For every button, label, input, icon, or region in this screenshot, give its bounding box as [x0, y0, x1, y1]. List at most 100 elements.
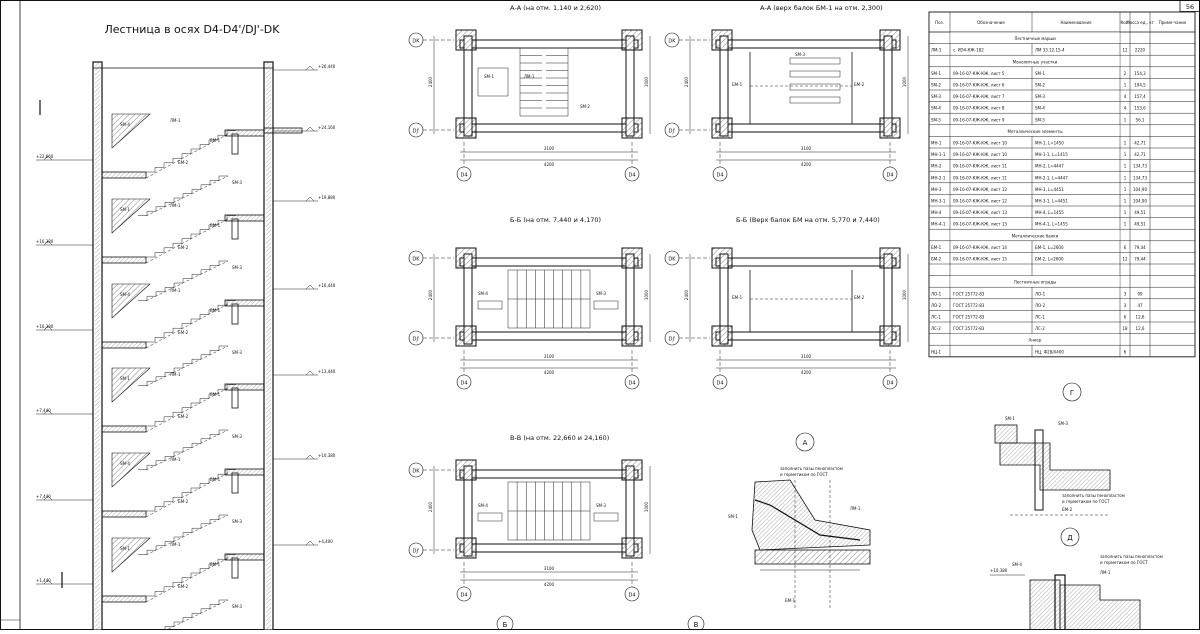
- axis-label-dk: DK: [412, 469, 420, 475]
- floor-5: SM-4ЛМ-1БМ-2БМ-1SM-3: [101, 452, 265, 556]
- spec-cell-qty: 2: [1124, 71, 1127, 76]
- column: [455, 537, 477, 559]
- spec-cell-mass: 2220: [1135, 48, 1146, 53]
- landing-right: [224, 553, 265, 561]
- node-a-note-1: заполнить пазы пенопластом: [780, 466, 843, 471]
- landing-right: [224, 129, 265, 137]
- spec-cell-pos: БМ-1: [931, 245, 942, 250]
- spec-cell-name: МН-1, L=1450: [1035, 141, 1064, 146]
- axis-label-d4: D4: [460, 593, 467, 599]
- axis-label-d4p: D4: [628, 593, 635, 599]
- dim-text-vert-r: 1000: [644, 76, 649, 87]
- column: [879, 117, 901, 139]
- elev-text-right: +16,440: [318, 283, 336, 288]
- flight-dashed-line: [145, 218, 229, 264]
- spec-cell-qty: 1: [1124, 175, 1127, 180]
- floor-1: SM-4ЛМ-1БМ-2БМ-1SM-3: [101, 113, 265, 217]
- node-g-wall: [994, 424, 1018, 444]
- elev-triangle-left: [43, 325, 53, 331]
- floor-group: SM-4ЛМ-1БМ-2БМ-1SM-3SM-1ЛМ-1БМ-2БМ-1SM-3…: [101, 113, 303, 634]
- elev-text-left: +7,440: [36, 494, 51, 499]
- node-a-note-2: и герметиком по ГОСТ: [780, 472, 828, 477]
- metal-label: SM-3: [795, 52, 805, 57]
- node-g-beam: [1034, 429, 1044, 511]
- spec-cell-oboz: 09-16-07-КЖ-КЖ, лист 11: [953, 175, 1007, 180]
- beam-post: [231, 387, 239, 409]
- column: [879, 247, 901, 269]
- axis-label-d4p: D4: [628, 173, 635, 179]
- elev-triangle-right: [305, 540, 315, 546]
- plan-section-2: А-А (верх балок БМ-1 на отм. 2,300)DKDJ'…: [664, 4, 909, 182]
- elev-text-right: +19,880: [318, 195, 336, 200]
- flight-label-sm: SM-1: [120, 207, 130, 212]
- elev-triangle-right: [305, 284, 315, 290]
- spec-cell-qty: 4: [1124, 106, 1127, 111]
- landing-left: [101, 256, 147, 264]
- spec-cell-pos: SM-2: [931, 83, 941, 88]
- node-g-slab: [999, 442, 1111, 491]
- floor-3: SM-4ЛМ-1БМ-2БМ-1SM-3: [101, 283, 265, 387]
- spec-cell-name: МН-2, L=4447: [1035, 164, 1064, 169]
- node-label-b: Б: [503, 621, 508, 629]
- spec-cell-name: ЛО-1: [1035, 291, 1046, 296]
- flight-label-lm: ЛМ-1: [170, 203, 181, 208]
- flight-label-bm: БМ-2: [178, 499, 189, 504]
- spec-cell-name: МН-3-1, L=4451: [1035, 199, 1068, 204]
- landing-label: SM-1: [484, 74, 494, 79]
- column: [621, 117, 643, 139]
- landing-left: [101, 171, 147, 179]
- beam-post: [231, 472, 239, 494]
- spec-cell-mass: 134,73: [1133, 164, 1147, 169]
- spec-cell-qty: 12: [1122, 257, 1128, 262]
- metal-element: [789, 57, 841, 65]
- spec-cell-oboz: 09-16-07-КЖ-КЖ, лист 11: [953, 164, 1007, 169]
- node-d-drawing: +10,380 заполнить пазы пенопластом и гер…: [990, 554, 1163, 631]
- spec-cell-name: ЛС-1: [1035, 315, 1045, 320]
- dim-text: 3100: [544, 146, 555, 151]
- spec-cell-mass: 104,90: [1133, 199, 1147, 204]
- spec-group-title: Анкер: [1029, 338, 1042, 343]
- flight-label-sm3: SM-3: [232, 604, 242, 609]
- flight-label-sm: SM-1: [120, 376, 130, 381]
- dim-text-2: 4200: [544, 582, 555, 587]
- beam-label-r: БМ-2: [854, 295, 865, 300]
- spec-cell-pos: ЛС-2: [931, 326, 941, 331]
- spec-cell-mass: 79,44: [1134, 257, 1146, 262]
- spec-cell-mass: 12,6: [1136, 315, 1145, 320]
- spec-cell-pos: МН-2-1: [931, 175, 946, 180]
- axis-label-d4: D4: [460, 381, 467, 387]
- metal-element: [789, 83, 841, 91]
- flight-dashed-line: [145, 472, 229, 518]
- stair-flight-down: [138, 514, 228, 555]
- spec-cell-qty: 18: [1122, 326, 1128, 331]
- elev-text-right: +13,440: [318, 369, 336, 374]
- sheet-number: 56: [1186, 3, 1194, 11]
- spec-cell-qty: 1: [1124, 210, 1127, 215]
- section-title: А-А (верх балок БМ-1 на отм. 2,300): [760, 4, 883, 12]
- axis-label-dk: DK: [668, 39, 676, 45]
- spec-cell-qty: 12: [1122, 48, 1128, 53]
- spec-cell-name: SM-5: [1035, 117, 1045, 122]
- stair-flight-down: [155, 599, 228, 634]
- axis-label-dj: DJ': [413, 549, 420, 555]
- elev-triangle-left: [43, 240, 53, 246]
- spec-cell-mass: 49,51: [1134, 222, 1146, 227]
- axis-label-dk: DK: [412, 39, 420, 45]
- stair-flight-up: [146, 215, 236, 258]
- elev-triangle-right: [305, 454, 315, 460]
- dim-text-vert: 2400: [684, 76, 689, 87]
- spec-cell-name: SM-1: [1035, 71, 1045, 76]
- spec-cell-mass: 157,4: [1134, 94, 1146, 99]
- landing-left: [101, 425, 147, 433]
- column: [621, 29, 643, 51]
- spec-cell-oboz: ГОСТ 25772-83: [953, 326, 985, 331]
- beam-post: [231, 557, 239, 579]
- beam-post: [231, 303, 239, 325]
- wall-top: [715, 257, 897, 267]
- dim-text-vert-r: 1000: [644, 501, 649, 512]
- spec-group-title: Металлические элементы: [1008, 129, 1063, 134]
- dim-text-vert-r: 1000: [902, 76, 907, 87]
- spec-cell-oboz: ГОСТ 25772-83: [953, 291, 985, 296]
